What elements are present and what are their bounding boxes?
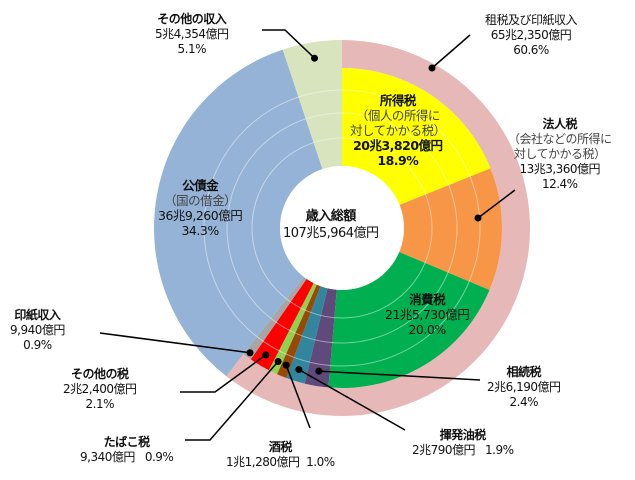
- leader-line: [262, 29, 316, 59]
- label-amount: 2兆2,400億円: [63, 382, 137, 396]
- label-inheritance-tax: 相続税 2兆6,190億円 2.4%: [487, 365, 561, 410]
- center-label: 歳入総額 107兆5,964億円: [283, 208, 379, 242]
- label-amount: 2兆6,190億円: [487, 380, 561, 394]
- label-note: 対してかかる税）: [513, 147, 606, 161]
- leader-line: [431, 34, 471, 69]
- leader-dot: [311, 54, 319, 62]
- label-tax-total: 租税及び印紙収入 65兆2,350億円 60.6%: [485, 13, 578, 58]
- label-amount: 1兆1,280億円: [226, 455, 300, 469]
- label-other-taxes: その他の税 2兆2,400億円 2.1%: [63, 367, 137, 412]
- label-amount: 21兆5,730億円: [385, 307, 470, 322]
- label-liquor-tax: 酒税 1兆1,280億円 1.0%: [226, 440, 335, 470]
- label-other-revenue: その他の収入 5兆4,354億円 5.1%: [155, 12, 229, 57]
- label-pct: 1.9%: [485, 443, 514, 457]
- leader-dot: [246, 349, 254, 357]
- leader-dot: [315, 367, 323, 375]
- label-government-bonds: 公債金 （国の借金） 36兆9,260億円 34.3%: [158, 178, 243, 238]
- label-pct: 60.6%: [513, 43, 549, 57]
- label-amount: 13兆3,360億円: [519, 162, 601, 176]
- label-pct: 20.0%: [408, 322, 446, 337]
- leader-line: [477, 189, 516, 219]
- slice-tax-total-ring: [226, 40, 531, 417]
- label-pct: 0.9%: [23, 338, 52, 352]
- label-note: 対してかかる税）: [350, 123, 446, 138]
- center-title: 歳入総額: [305, 209, 357, 224]
- label-income-tax: 所得税 （個人の所得に 対してかかる税） 20兆3,820億円 18.9%: [350, 93, 446, 168]
- label-amount: 9,940億円: [10, 323, 65, 337]
- slice-4: [286, 286, 328, 384]
- label-stamp-revenue: 印紙収入 9,940億円 0.9%: [10, 308, 65, 353]
- label-pct: 0.9%: [144, 450, 174, 464]
- label-pct: 5.1%: [177, 42, 207, 56]
- label-name: 所得税: [379, 93, 417, 108]
- slice-8: [243, 276, 307, 360]
- label-amount: 2兆790億円: [412, 443, 476, 457]
- slice-0: [342, 68, 491, 205]
- leader-line: [185, 360, 279, 441]
- grid-circle: [203, 89, 481, 367]
- label-pct: 34.3%: [181, 223, 219, 238]
- label-pct: 2.1%: [85, 397, 115, 411]
- label-name: 公債金: [182, 178, 219, 193]
- label-note: （個人の所得に: [355, 108, 441, 123]
- leader-line: [99, 332, 251, 354]
- leader-dot: [262, 351, 270, 359]
- slice-3: [304, 288, 337, 388]
- label-name: 租税及び印紙収入: [485, 13, 578, 27]
- label-name: 消費税: [409, 292, 446, 307]
- slice-5: [277, 284, 321, 379]
- label-name: その他の税: [70, 367, 129, 381]
- label-name: 酒税: [268, 440, 293, 454]
- leader-dot: [474, 214, 482, 222]
- leader-dot: [282, 361, 290, 369]
- label-gasoline-tax: 揮発油税 2兆790億円 1.9%: [412, 428, 514, 458]
- label-amount: 5兆4,354億円: [155, 27, 229, 41]
- label-name: 相続税: [506, 365, 541, 379]
- label-pct: 2.4%: [509, 395, 539, 409]
- slice-1: [399, 168, 502, 290]
- grid-circle: [226, 112, 458, 344]
- label-amount: 36兆9,260億円: [158, 208, 243, 223]
- leader-dot: [295, 366, 303, 374]
- slice-10: [282, 40, 342, 170]
- slice-2: [328, 252, 490, 388]
- label-pct: 18.9%: [377, 153, 419, 168]
- slice-7: [250, 278, 314, 371]
- label-pct: 12.4%: [541, 177, 578, 191]
- label-note: （国の借金）: [164, 193, 237, 208]
- label-name: 揮発油税: [439, 428, 487, 442]
- slice-6: [268, 283, 317, 375]
- label-amount: 9,340億円: [80, 450, 135, 464]
- label-name: 法人税: [542, 117, 578, 131]
- label-note: （会社などの所得に: [508, 132, 612, 146]
- label-amount: 20兆3,820億円: [353, 138, 443, 153]
- leader-dot: [428, 64, 436, 72]
- donut-hole: [280, 166, 404, 290]
- leader-line: [180, 354, 267, 393]
- center-total: 107兆5,964億円: [283, 226, 379, 241]
- label-corporate-tax: 法人税 （会社などの所得に 対してかかる税） 13兆3,360億円 12.4%: [508, 117, 612, 192]
- label-consumption-tax: 消費税 21兆5,730億円 20.0%: [385, 292, 470, 337]
- label-name: たばこ税: [103, 435, 151, 449]
- leader-dot: [274, 357, 282, 365]
- label-name: 印紙収入: [14, 308, 61, 322]
- label-amount: 65兆2,350億円: [490, 28, 572, 42]
- label-pct: 1.0%: [306, 455, 335, 469]
- label-tobacco-tax: たばこ税 9,340億円 0.9%: [80, 435, 174, 465]
- grid-circle: [251, 137, 433, 319]
- label-name: その他の収入: [157, 12, 227, 26]
- slice-9: [154, 49, 323, 377]
- leader-line: [285, 364, 311, 429]
- leader-line: [298, 368, 406, 431]
- leader-line: [318, 370, 481, 381]
